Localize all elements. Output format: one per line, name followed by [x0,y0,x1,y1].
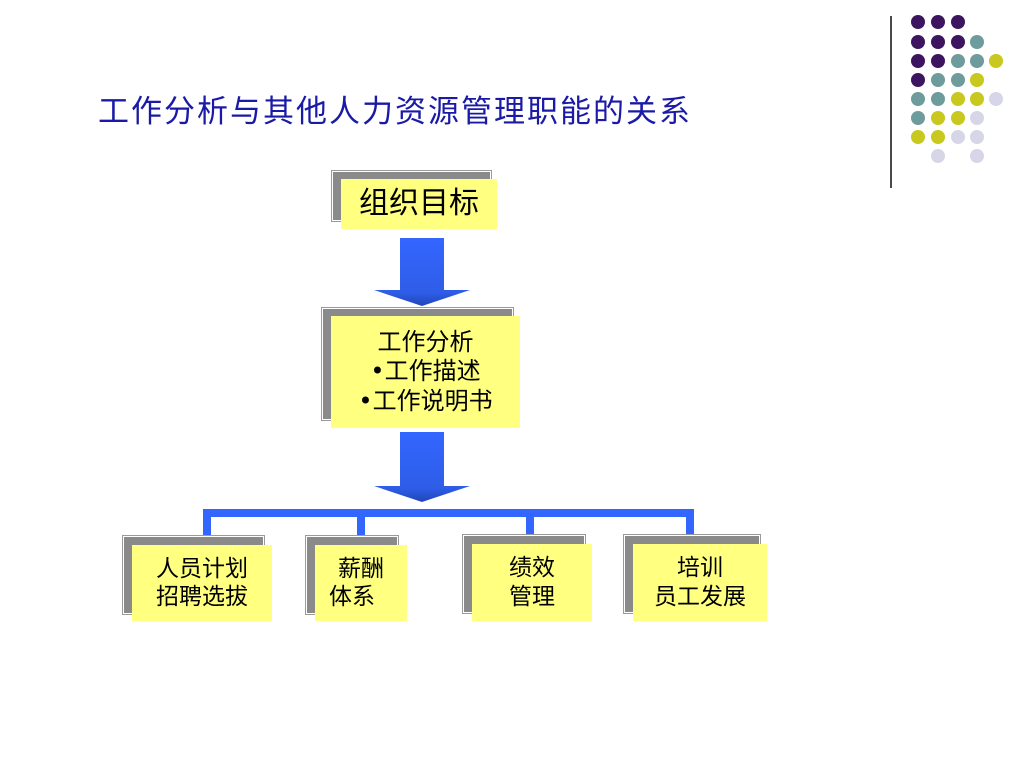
training-line2: 员工发展 [654,583,746,610]
slide-title: 工作分析与其他人力资源管理职能的关系 [98,94,692,130]
decor-dot [951,35,965,49]
branch-horizontal-bar [203,509,693,517]
decor-dot [931,15,945,29]
branch-drop-performance [526,509,534,545]
decor-dot [911,92,925,106]
compensation-line1: 薪酬 [338,555,384,582]
branch-drop-compensation [357,509,365,545]
analysis-box: 工作分析 •工作描述 •工作说明书 [331,316,520,428]
analysis-heading: 工作分析 [377,328,474,357]
down-arrow-goal-to-analysis [374,238,470,306]
decor-dot [931,54,945,68]
decor-dot [931,35,945,49]
performance-line1: 绩效 [509,555,555,582]
analysis-item-specification: •工作说明书 [358,386,493,415]
decor-dot [931,149,945,163]
decor-dot [951,111,965,125]
decor-dot [911,54,925,68]
decor-dot [911,111,925,125]
compensation-line2: 体系 [329,584,375,610]
analysis-item-description: •工作描述 [370,357,481,386]
decor-dot [970,73,984,87]
training-line1: 培训 [677,555,723,582]
decor-dot [951,54,965,68]
performance-box: 绩效 管理 [472,544,592,621]
decor-dot [970,130,984,144]
hr-planning-line1: 人员计划 [156,555,248,582]
decorative-divider-line [890,16,892,188]
decor-dot [989,54,1003,68]
decor-dot [931,130,945,144]
branch-drop-training [686,509,694,545]
hr-planning-box: 人员计划 招聘选拔 [132,545,272,621]
training-box: 培训 员工发展 [633,544,767,621]
decor-dot [911,15,925,29]
decor-dot [951,130,965,144]
decor-dot [951,73,965,87]
decor-dot [911,35,925,49]
decor-dot [989,92,1003,106]
decor-dot [931,111,945,125]
decor-dot [951,15,965,29]
decor-dot [970,149,984,163]
decor-dot [970,54,984,68]
decor-dot [970,35,984,49]
decorative-dot-grid [911,15,1003,163]
decor-dot [970,111,984,125]
down-arrow-analysis-to-functions [374,432,470,502]
decor-dot [970,92,984,106]
decor-dot [931,73,945,87]
goal-label: 组织目标 [359,185,479,221]
goal-box: 组织目标 [341,179,497,229]
hr-planning-line2: 招聘选拔 [156,584,248,610]
branch-drop-hr-planning [203,509,211,545]
decor-dot [911,130,925,144]
compensation-box: 薪酬 体系 [315,545,407,621]
performance-line2: 管理 [509,583,555,610]
decor-dot [931,92,945,106]
decor-dot [951,92,965,106]
decor-dot [911,73,925,87]
